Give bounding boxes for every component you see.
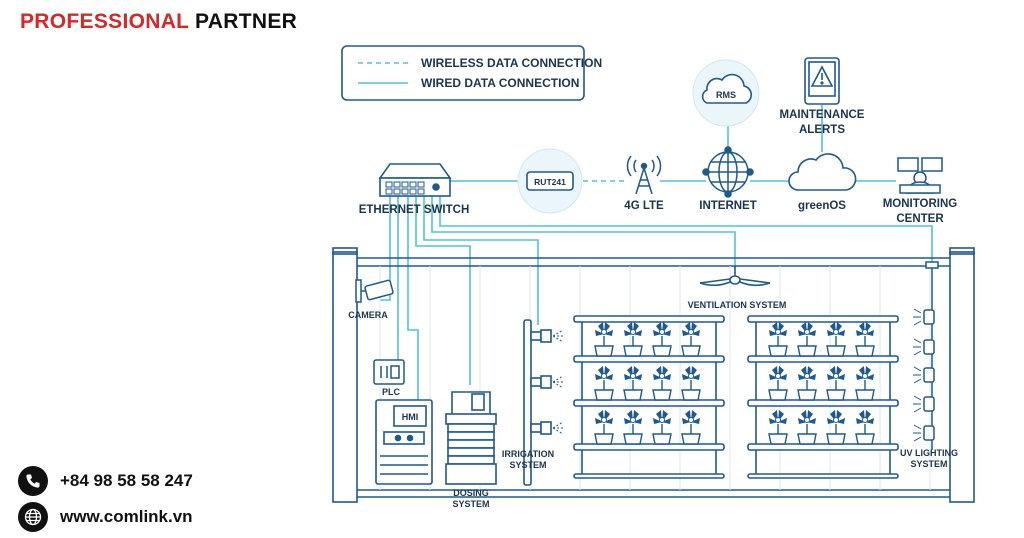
plant-icon [826,410,846,445]
plc-label: PLC [382,387,401,397]
plant-icon [855,366,875,401]
dosing-pump-icon [445,391,497,485]
plc-icon [373,359,405,385]
legend-wired-label: WIRED DATA CONNECTION [421,76,579,90]
wire-dosing [415,196,471,385]
phone-icon [18,466,48,496]
hmi-cabinet-icon [375,399,433,485]
uv-rays [913,308,922,442]
plant-icon [652,410,672,445]
plant-icon [623,366,643,401]
wire-ventilation [431,196,736,268]
brand-black: PARTNER [195,10,298,33]
camera-icon [355,279,394,303]
contact-website: www.comlink.vn [18,502,193,532]
phone-number: +84 98 58 58 247 [60,471,193,490]
internet-label: INTERNET [699,200,757,212]
router-label: RUT241 [534,177,566,187]
irrigation-pipe-icon [523,319,552,486]
rms-label: RMS [716,90,736,100]
water-spray [552,329,564,435]
camera-label: CAMERA [348,310,388,320]
plant-icon [768,322,788,357]
brand-red: PROFESSIONAL [20,10,189,33]
container-frame [332,247,975,503]
plant-icon [681,366,701,401]
monitoring-label-1: MONITORING [883,198,958,210]
plant-icon [797,366,817,401]
wire-irrigation [423,196,539,325]
wire-camera [380,196,391,301]
plant-icon [855,410,875,445]
plant-icon [855,322,875,357]
plant-icon [623,322,643,357]
plant-icon [681,322,701,357]
contact-phone: +84 98 58 58 247 [18,466,193,496]
cloud-icon [701,73,752,104]
plant-icon [826,366,846,401]
website-link[interactable]: www.comlink.vn [60,507,193,526]
legend-wireless-label: WIRELESS DATA CONNECTION [421,56,602,70]
plant-rack-right [747,315,899,479]
uv-label-1: UV LIGHTING [900,448,958,458]
maintenance-label-2: ALERTS [799,124,845,136]
monitoring-icon [897,157,943,194]
uv-label-2: SYSTEM [910,459,947,469]
plant-icon [797,410,817,445]
plant-rack-left [573,315,725,479]
lte-label: 4G LTE [624,200,664,212]
plant-icon [681,410,701,445]
plant-icon [826,322,846,357]
irrigation-label-2: SYSTEM [509,460,546,470]
maintenance-label-1: MAINTENANCE [780,109,865,121]
greenos-label: greenOS [798,200,846,212]
plant-icon [594,410,614,445]
monitoring-label-2: CENTER [896,213,944,225]
plant-icon [623,410,643,445]
plant-icon [768,410,788,445]
ethernet-switch-label: ETHERNET SWITCH [359,204,470,216]
brand-title: PROFESSIONAL PARTNER [20,10,297,34]
dosing-label-1: DOSING [453,488,489,498]
plant-icon [768,366,788,401]
uv-light-icon [923,261,939,450]
antenna-icon [626,155,662,195]
wire-hmi [407,196,419,400]
router-icon [526,171,574,191]
plant-icon [652,366,672,401]
plant-icon [652,322,672,357]
ventilation-label: VENTILATION SYSTEM [688,300,787,310]
plant-icon [594,322,614,357]
plant-icon [594,366,614,401]
tablet-alert-icon [804,57,840,105]
wire-uv [439,196,933,262]
dosing-label-2: SYSTEM [452,499,489,509]
greenos-cloud-icon [788,153,857,191]
ceiling-fan-icon [699,266,771,287]
legend-box [341,45,585,101]
plant-icon [797,322,817,357]
ethernet-switch-icon [378,163,452,197]
hmi-label: HMI [402,412,419,422]
globe-web-icon [18,502,48,532]
globe-icon [702,146,754,198]
irrigation-label-1: IRRIGATION [502,449,554,459]
